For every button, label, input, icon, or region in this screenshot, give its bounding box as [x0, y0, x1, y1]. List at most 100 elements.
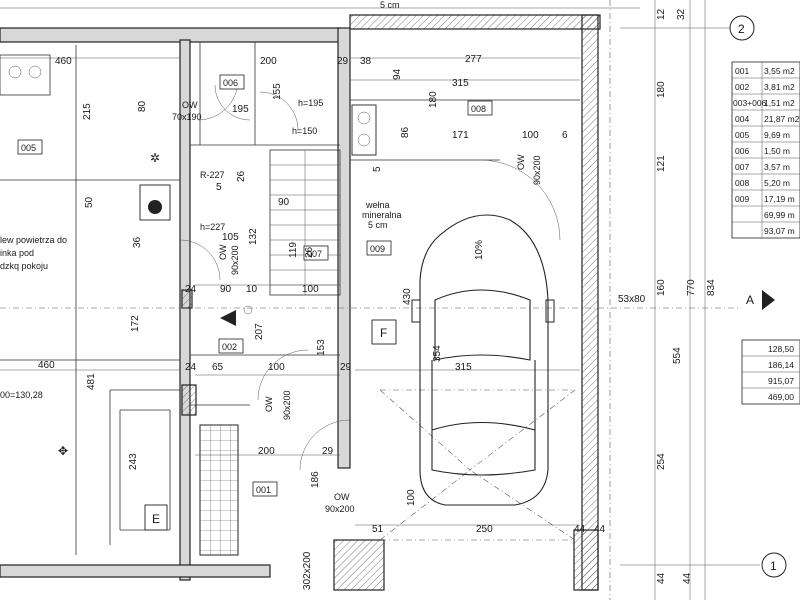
tank-bottom-icon: [357, 133, 371, 147]
dim-315: 315: [452, 78, 469, 89]
table-area-8: 5,20 m: [764, 178, 790, 188]
walls: [0, 14, 601, 591]
room-tag-006: 006: [223, 78, 238, 88]
room-tag-009-box: [366, 240, 392, 256]
section-arrow-icon: [762, 290, 775, 310]
wall-bottom: [0, 564, 271, 578]
dim-172: 172: [130, 315, 141, 332]
dim-460: 460: [55, 56, 72, 67]
dim-186: 186: [310, 471, 321, 488]
table-area-3: 1,51 m2: [764, 98, 795, 108]
dim-24b: 24: [185, 362, 197, 373]
room-tag-002: 002: [222, 342, 237, 352]
car-outline: [411, 214, 555, 506]
table-area-2: 3,81 m2: [764, 82, 795, 92]
fan-icon: ✲: [150, 151, 160, 165]
dim-250: 250: [476, 524, 493, 535]
note-line-3: dzkq pokoju: [0, 261, 48, 271]
table-lower-1: 128,50: [768, 344, 794, 354]
dim-277: 277: [465, 54, 482, 65]
dim-36: 36: [132, 236, 143, 248]
dim-243: 243: [128, 453, 139, 470]
table-id-8: 008: [735, 178, 749, 188]
door-size-3: 90x200: [532, 155, 542, 185]
door-size-4: 90x200: [282, 390, 292, 420]
table-lower-3: 915,07: [768, 376, 794, 386]
room-tag-009: 009: [370, 244, 385, 254]
dim-26: 26: [236, 170, 247, 182]
dim-6: 6: [562, 130, 568, 141]
dim-132: 132: [248, 228, 259, 245]
door-ow-1: OW: [182, 100, 198, 110]
room-tag-008-box: [467, 100, 493, 116]
height-195: h=195: [298, 98, 323, 108]
insulation-3: 5 cm: [368, 220, 388, 230]
table-area-4: 21,87 m2: [764, 114, 800, 124]
door-size-1: 70x190: [172, 112, 202, 122]
room-tag-006-box: [219, 74, 245, 90]
dim-100b: 100: [302, 284, 319, 295]
axis-a: A: [746, 293, 754, 307]
sink-bowl-right: [28, 65, 42, 79]
sink-fixture: [0, 54, 51, 96]
marker-f: F: [380, 326, 387, 340]
grid-bubble-2: [729, 15, 755, 41]
dim-29c: 29: [322, 446, 334, 457]
dim-105: 105: [222, 232, 239, 243]
dim-86: 86: [400, 126, 411, 138]
dim-215: 215: [82, 103, 93, 120]
dim-155: 155: [272, 83, 283, 100]
table-area-7: 3,57 m: [764, 162, 790, 172]
dim-44d: 44: [682, 572, 693, 584]
marker-box-e: [144, 504, 168, 531]
wall-partition: [337, 27, 351, 469]
door-ow-2: OW: [218, 244, 228, 260]
plant-icon: ✥: [58, 444, 68, 458]
dim-50: 50: [84, 196, 95, 208]
dim-12: 12: [656, 8, 667, 20]
staircase: [269, 149, 341, 296]
wardrobe-grid: [199, 424, 239, 556]
dim-44b: 44: [594, 524, 606, 535]
wall-garage-right: [581, 14, 599, 591]
dim-90b: 90: [220, 284, 232, 295]
dim-200b: 200: [258, 446, 275, 457]
insulation-2: mineralna: [362, 210, 402, 220]
wall-top-garage: [349, 14, 601, 30]
room-tag-007: 007: [307, 249, 322, 259]
note-line-1: lew powietrza do: [0, 235, 67, 245]
dim-207: 207: [254, 323, 265, 340]
table-area-10: 69,99 m: [764, 210, 795, 220]
dim-354: 354: [432, 345, 443, 362]
room-tag-007-box: [303, 245, 329, 261]
dim-770: 770: [686, 279, 697, 296]
note-line-2: inka pod: [0, 248, 34, 258]
pillar-bottom-right: [573, 529, 599, 591]
door-size-5: 90x200: [325, 504, 355, 514]
boiler-icon: [148, 200, 162, 214]
table-area-11: 93,07 m: [764, 226, 795, 236]
table-area-1: 3,55 m2: [764, 66, 795, 76]
dim-65: 65: [212, 362, 224, 373]
room-tag-005: 005: [21, 143, 36, 153]
dim-94: 94: [392, 68, 403, 80]
dim-5a: 5: [372, 166, 383, 172]
height-150: h=150: [292, 126, 317, 136]
dim-5b: 5: [216, 182, 222, 193]
fixtures: ✲ ✥: [0, 54, 377, 458]
door-ow-3: OW: [516, 154, 526, 170]
table-id-1: 001: [735, 66, 749, 76]
dim-24a: 24: [185, 284, 197, 295]
table-id-9: 009: [735, 194, 749, 204]
dim-10pct: 10%: [474, 240, 485, 260]
dim-53x80: 53x80: [618, 294, 646, 305]
boiler-fixture: [139, 184, 171, 221]
door-size-2: 90x200: [230, 245, 240, 275]
dim-100d: 100: [406, 489, 417, 506]
dim-200: 200: [260, 56, 277, 67]
dim-51: 51: [372, 524, 384, 535]
room-tag-008: 008: [471, 104, 486, 114]
room-tag-005-box: [17, 139, 43, 155]
